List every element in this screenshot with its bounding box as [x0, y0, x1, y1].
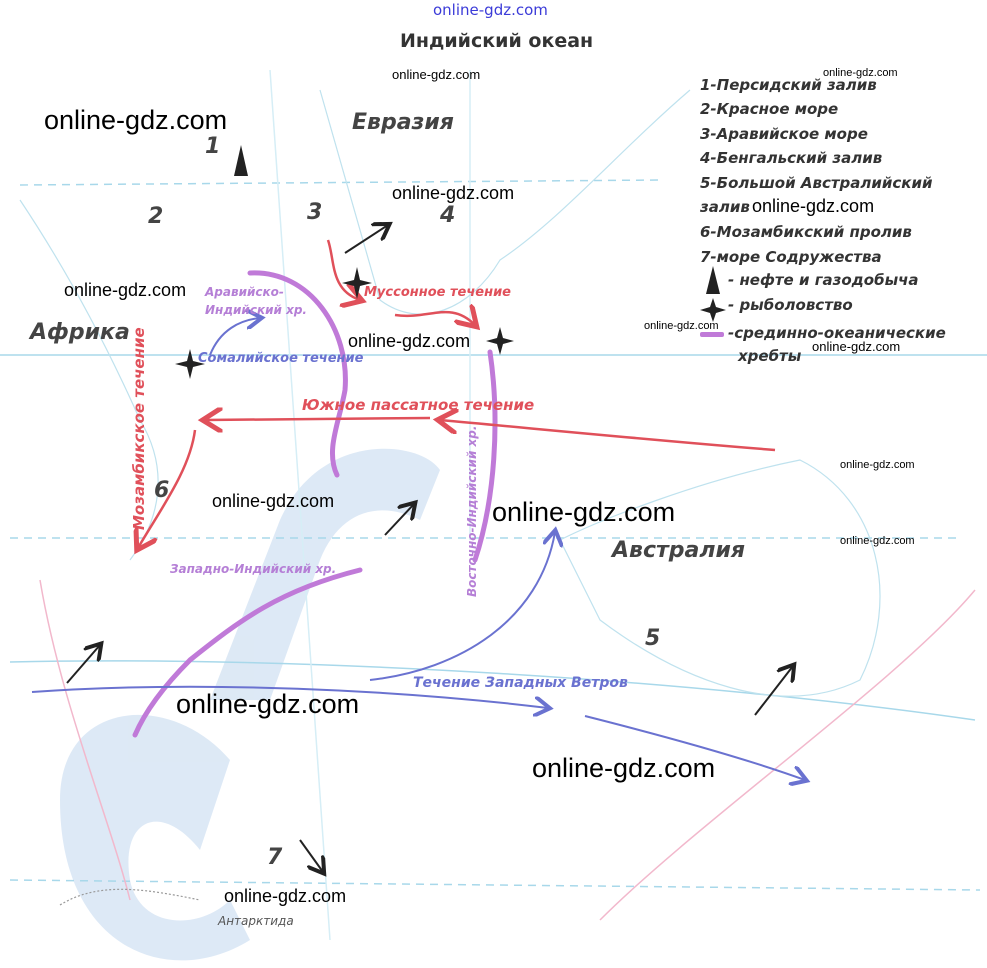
site-header[interactable]: online-gdz.com [433, 1, 548, 19]
oil-gas-icon [706, 266, 720, 294]
watermark: online-gdz.com [224, 886, 347, 906]
legend-item: 6-Мозамбикский пролив [700, 223, 912, 241]
map-symbols [175, 145, 726, 379]
fishing-icon [342, 267, 372, 299]
label-arabian-indian-ridge-2: Индийский хр. [205, 303, 307, 317]
fishing-icon [175, 349, 205, 379]
watermark: online-gdz.com [64, 280, 187, 300]
continent-eurasia: Евразия [352, 110, 454, 135]
watermark: online-gdz.com [840, 535, 915, 547]
watermark: online-gdz.com [644, 320, 719, 332]
map-title: Индийский океан [400, 30, 594, 52]
legend-item: 4-Бенгальский залив [700, 149, 883, 167]
oil-gas-icon [234, 145, 248, 176]
watermark: online-gdz.com [44, 105, 228, 135]
legend-ridges-2: хребты [738, 347, 802, 365]
legend-ridges-1: -срединно-океанические [728, 324, 946, 342]
label-east-indian-ridge: Восточно-Индийский хр. [465, 425, 479, 597]
label-west-indian-ridge: Западно-Индийский хр. [170, 562, 337, 576]
mid-ocean-ridges [132, 270, 498, 738]
legend-item: 7-море Содружества [700, 248, 882, 266]
number-5: 5 [645, 626, 661, 651]
watermark: online-gdz.com [812, 339, 901, 354]
fishing-icon [486, 327, 514, 355]
label-somali-current: Сомалийское течение [198, 351, 364, 366]
number-6: 6 [154, 478, 170, 503]
watermark: online-gdz.com [348, 331, 471, 351]
warm-currents [138, 239, 776, 548]
continent-africa: Африка [30, 320, 130, 345]
fishing-icon [700, 298, 726, 322]
number-2: 2 [148, 204, 164, 229]
legend-item: залив [700, 198, 750, 216]
legend-fishing: - рыболовство [728, 296, 853, 314]
label-mozambique-current: Мозамбикское течение [130, 327, 148, 530]
legend-item: 2-Красное море [700, 100, 839, 118]
watermark: online-gdz.com [176, 689, 360, 719]
legend-oil: - нефте и газодобыча [728, 271, 919, 289]
continent-antarctica: Антарктида [218, 914, 294, 928]
logo-watermark [60, 448, 440, 961]
watermark: online-gdz.com [532, 753, 716, 783]
number-4: 4 [440, 203, 456, 228]
continent-australia: Австралия [612, 538, 745, 563]
legend-item: 5-Большой Австралийский [700, 174, 933, 192]
watermark: online-gdz.com [823, 67, 898, 79]
label-south-trade-current: Южное пассатное течение [302, 396, 535, 414]
graticule [0, 69, 987, 941]
label-arabian-indian-ridge-1: Аравийско- [205, 285, 284, 299]
watermark: online-gdz.com [492, 497, 676, 527]
number-3: 3 [307, 200, 323, 225]
watermark: online-gdz.com [840, 459, 915, 471]
ridge-legend-icon [700, 332, 724, 337]
legend-item: 1-Персидский залив [700, 76, 877, 94]
watermark: online-gdz.com [212, 491, 335, 511]
label-west-winds-current: Течение Западных Ветров [413, 675, 628, 691]
number-7: 7 [267, 845, 283, 870]
coastlines [19, 89, 881, 906]
cold-currents [31, 318, 805, 780]
wind-arrows [66, 225, 793, 872]
watermark: online-gdz.com [392, 183, 515, 203]
number-1: 1 [205, 134, 221, 159]
legend-item: 3-Аравийское море [700, 125, 868, 143]
watermark: online-gdz.com [752, 196, 875, 216]
label-monsoon-current: Муссонное течение [364, 285, 511, 300]
watermark: online-gdz.com [392, 67, 481, 82]
